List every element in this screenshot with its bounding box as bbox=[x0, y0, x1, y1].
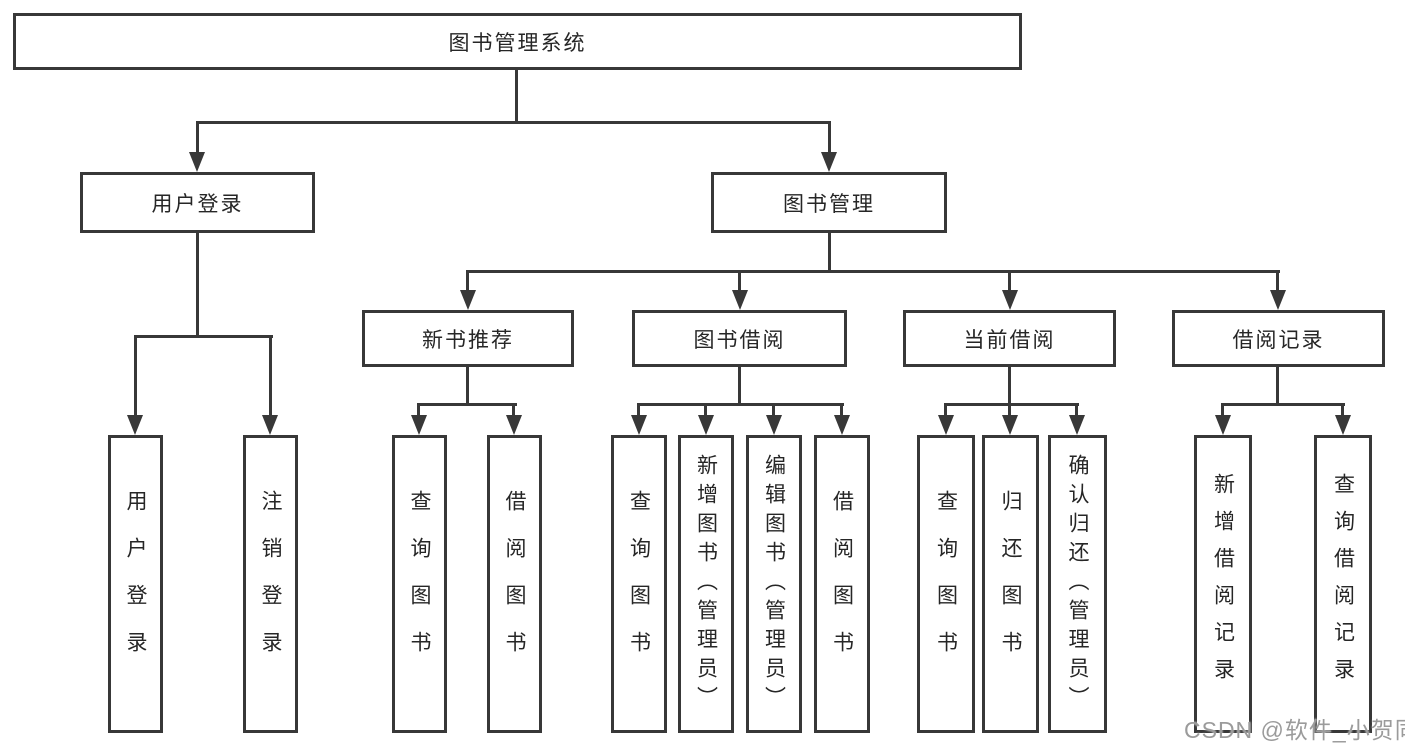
connector-stem bbox=[1276, 367, 1279, 403]
connector-root-stem bbox=[515, 70, 518, 121]
node-label: 查询图书 bbox=[408, 490, 431, 678]
connector-shaft bbox=[417, 403, 420, 417]
connector-shaft bbox=[269, 335, 272, 417]
arrow-down-icon bbox=[1270, 290, 1286, 310]
connector-shaft bbox=[1008, 270, 1011, 292]
node-label: 归还图书 bbox=[999, 490, 1022, 678]
leaf-add-book-admin: 新增图书（管理员） bbox=[678, 435, 734, 733]
connector-shaft bbox=[512, 403, 515, 417]
node-book-management: 图书管理 bbox=[711, 172, 947, 233]
node-system-root: 图书管理系统 bbox=[13, 13, 1022, 70]
arrow-down-icon bbox=[1215, 415, 1231, 435]
leaf-edit-book-admin: 编辑图书（管理员） bbox=[746, 435, 802, 733]
leaf-borrow-query-book: 查询图书 bbox=[611, 435, 667, 733]
connector-shaft bbox=[704, 403, 707, 417]
arrow-down-icon bbox=[262, 415, 278, 435]
node-label: 当前借阅 bbox=[963, 328, 1056, 352]
arrow-down-icon bbox=[1335, 415, 1351, 435]
leaf-logout: 注销登录 bbox=[243, 435, 298, 733]
node-label: 注销登录 bbox=[259, 490, 282, 678]
leaf-add-borrow-record: 新增借阅记录 bbox=[1194, 435, 1252, 733]
leaf-user-login: 用户登录 bbox=[108, 435, 163, 733]
connector-level1-split bbox=[196, 121, 831, 124]
arrow-down-icon bbox=[821, 152, 837, 172]
node-label: 图书借阅 bbox=[693, 328, 786, 352]
connector-shaft bbox=[466, 270, 469, 292]
node-label: 用户登录 bbox=[151, 192, 244, 216]
connector-shaft bbox=[738, 270, 741, 292]
connector-stem bbox=[466, 367, 469, 403]
node-new-book-recommend: 新书推荐 bbox=[362, 310, 574, 367]
connector-shaft bbox=[772, 403, 775, 417]
node-label: 新书推荐 bbox=[422, 328, 514, 352]
arrow-down-icon bbox=[834, 415, 850, 435]
connector-shaft bbox=[828, 121, 831, 154]
node-user-login: 用户登录 bbox=[80, 172, 315, 233]
leaf-confirm-return-admin: 确认归还（管理员） bbox=[1048, 435, 1107, 733]
leaf-recommend-borrow-book: 借阅图书 bbox=[487, 435, 542, 733]
node-label: 借阅图书 bbox=[503, 490, 526, 678]
connector-shaft bbox=[134, 335, 137, 417]
connector-stem bbox=[1008, 367, 1011, 403]
connector-shaft bbox=[1221, 403, 1224, 417]
leaf-return-book: 归还图书 bbox=[982, 435, 1039, 733]
connector-shaft bbox=[1075, 403, 1078, 417]
node-label: 图书管理 bbox=[783, 192, 875, 216]
arrow-down-icon bbox=[698, 415, 714, 435]
connector-split bbox=[637, 403, 844, 406]
leaf-query-borrow-record: 查询借阅记录 bbox=[1314, 435, 1372, 733]
node-current-borrow: 当前借阅 bbox=[903, 310, 1116, 367]
arrow-down-icon bbox=[460, 290, 476, 310]
arrow-down-icon bbox=[411, 415, 427, 435]
arrow-down-icon bbox=[631, 415, 647, 435]
connector-shaft bbox=[196, 121, 199, 154]
node-label: 查询借阅记录 bbox=[1331, 473, 1355, 695]
node-borrow-records: 借阅记录 bbox=[1172, 310, 1385, 367]
arrow-down-icon bbox=[732, 290, 748, 310]
arrow-down-icon bbox=[766, 415, 782, 435]
connector-shaft bbox=[1341, 403, 1344, 417]
connector-split bbox=[944, 403, 1079, 406]
connector-shaft bbox=[944, 403, 947, 417]
leaf-borrow-borrow-book: 借阅图书 bbox=[814, 435, 870, 733]
arrow-down-icon bbox=[506, 415, 522, 435]
leaf-current-query-book: 查询图书 bbox=[917, 435, 975, 733]
node-label: 用户登录 bbox=[124, 490, 147, 678]
node-book-borrow: 图书借阅 bbox=[632, 310, 847, 367]
arrow-down-icon bbox=[189, 152, 205, 172]
arrow-down-icon bbox=[1002, 415, 1018, 435]
arrow-down-icon bbox=[938, 415, 954, 435]
node-label: 新增借阅记录 bbox=[1211, 473, 1235, 695]
connector-shaft bbox=[840, 403, 843, 417]
connector-split bbox=[418, 403, 517, 406]
node-label: 编辑图书（管理员） bbox=[762, 453, 786, 715]
csdn-watermark: CSDN @软件_小贺同学 bbox=[1184, 717, 1405, 743]
node-label: 查询图书 bbox=[627, 490, 651, 678]
connector-userlogin-stem bbox=[196, 233, 199, 335]
node-label: 查询图书 bbox=[934, 490, 958, 678]
node-label: 借阅记录 bbox=[1232, 328, 1325, 352]
node-label: 借阅图书 bbox=[830, 490, 854, 678]
node-label: 图书管理系统 bbox=[448, 31, 587, 55]
connector-shaft bbox=[1008, 403, 1011, 417]
leaf-recommend-query-book: 查询图书 bbox=[392, 435, 447, 733]
connector-split bbox=[1221, 403, 1345, 406]
node-label: 新增图书（管理员） bbox=[694, 453, 718, 715]
connector-bookmgmt-split bbox=[467, 270, 1280, 273]
arrow-down-icon bbox=[1002, 290, 1018, 310]
node-label: 确认归还（管理员） bbox=[1066, 453, 1089, 715]
connector-stem bbox=[738, 367, 741, 403]
connector-bookmgmt-stem bbox=[828, 233, 831, 270]
arrow-down-icon bbox=[1069, 415, 1085, 435]
connector-userlogin-split bbox=[134, 335, 273, 338]
connector-shaft bbox=[1276, 270, 1279, 292]
arrow-down-icon bbox=[127, 415, 143, 435]
connector-shaft bbox=[637, 403, 640, 417]
